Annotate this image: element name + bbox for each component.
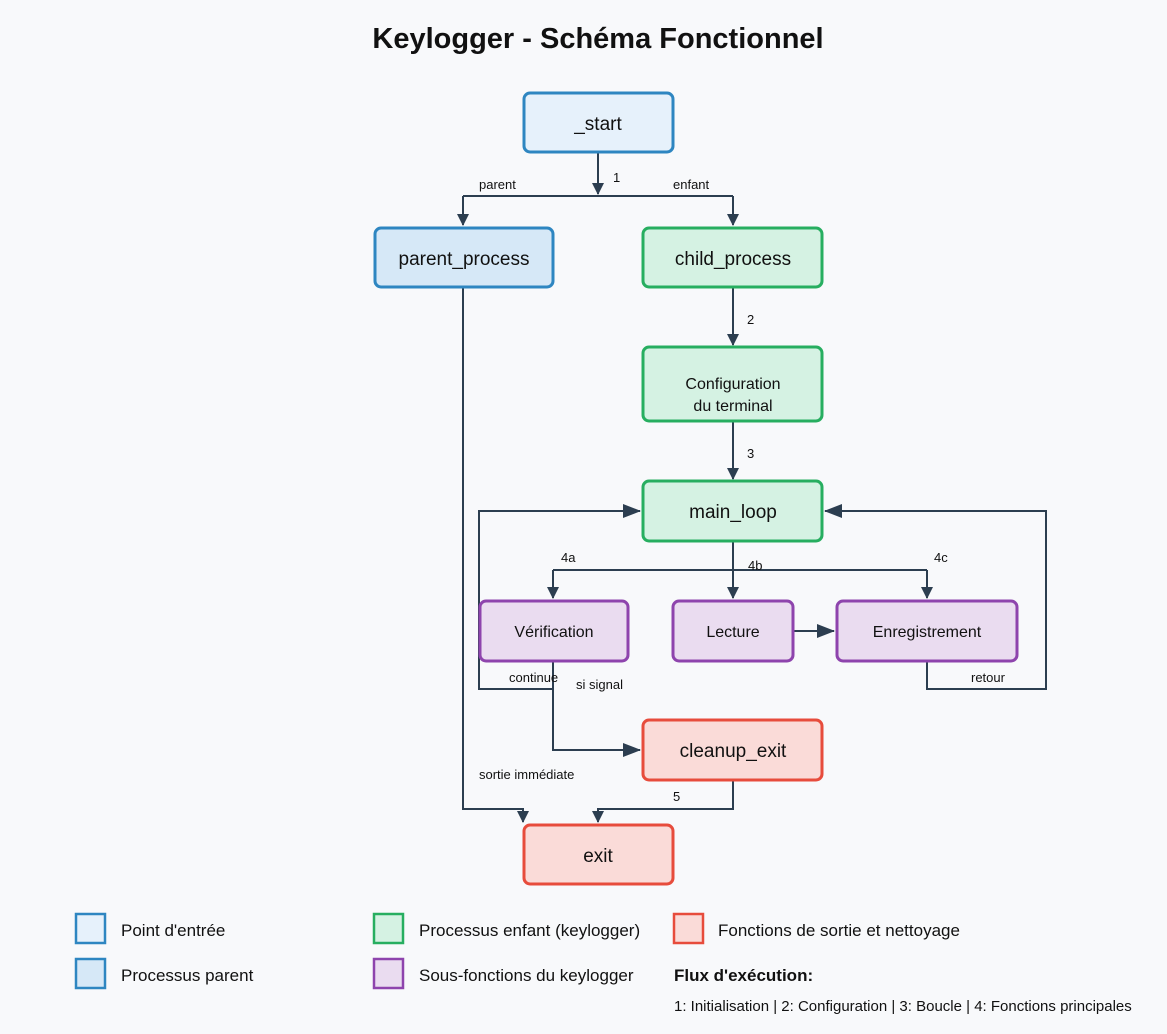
node-main-loop[interactable]: main_loop <box>641 479 824 543</box>
node-parent-process-label: parent_process <box>399 249 530 270</box>
edge-label-5: 5 <box>673 789 680 804</box>
edge-label-sortie-immediate: sortie immédiate <box>479 767 574 782</box>
page-title: Keylogger - Schéma Fonctionnel <box>372 23 823 55</box>
legend-label-parent: Processus parent <box>121 966 254 985</box>
edge-label-4c: 4c <box>934 550 948 565</box>
node-start[interactable]: _start <box>522 91 675 154</box>
node-lecture[interactable]: Lecture <box>671 599 795 663</box>
node-exit[interactable]: exit <box>522 823 675 886</box>
legend-label-exit: Fonctions de sortie et nettoyage <box>718 921 960 940</box>
edge-label-2: 2 <box>747 312 754 327</box>
edge-label-retour: retour <box>971 670 1006 685</box>
legend-label-sub: Sous-fonctions du keylogger <box>419 966 634 985</box>
legend-swatch-entry <box>74 912 107 945</box>
node-configuration-label-2: du terminal <box>693 398 772 415</box>
legend-swatch-sub <box>372 957 405 990</box>
node-cleanup-exit-label: cleanup_exit <box>680 741 787 762</box>
node-enregistrement[interactable]: Enregistrement <box>835 599 1019 663</box>
edge-label-1: 1 <box>613 170 620 185</box>
node-start-label: _start <box>573 114 622 135</box>
edge-verification-cleanup <box>552 661 641 757</box>
edge-cleanup-exit <box>592 780 734 823</box>
legend-swatch-exit <box>672 912 705 945</box>
edge-label-continue: continue <box>509 670 558 685</box>
node-enregistrement-label: Enregistrement <box>873 624 982 641</box>
node-lecture-label: Lecture <box>706 624 759 641</box>
edge-label-4a: 4a <box>561 550 576 565</box>
edge-label-parent: parent <box>479 177 516 192</box>
legend-label-entry: Point d'entrée <box>121 921 225 940</box>
legend-flow-text: 1: Initialisation | 2: Configuration | 3… <box>674 998 1132 1015</box>
node-exit-label: exit <box>583 846 613 867</box>
legend-label-child: Processus enfant (keylogger) <box>419 921 640 940</box>
node-verification-label: Vérification <box>514 624 593 641</box>
node-child-process[interactable]: child_process <box>641 226 824 289</box>
legend: Point d'entrée Processus parent Processu… <box>74 912 1132 1015</box>
node-configuration[interactable]: Configuration du terminal <box>641 345 824 423</box>
edge-label-si-signal: si signal <box>576 677 623 692</box>
node-cleanup-exit[interactable]: cleanup_exit <box>641 718 824 782</box>
node-configuration-label-1: Configuration <box>685 376 780 393</box>
edge-retour-loop <box>824 504 1047 690</box>
edge-label-4b: 4b <box>748 558 762 573</box>
edge-label-enfant: enfant <box>673 177 710 192</box>
legend-swatch-child <box>372 912 405 945</box>
edge-parent-exit <box>462 287 529 823</box>
edge-label-3: 3 <box>747 446 754 461</box>
node-child-process-label: child_process <box>675 249 791 270</box>
legend-flow-title: Flux d'exécution: <box>674 966 813 985</box>
node-verification[interactable]: Vérification <box>478 599 630 663</box>
node-main-loop-label: main_loop <box>689 502 777 523</box>
node-parent-process[interactable]: parent_process <box>373 226 555 289</box>
legend-swatch-parent <box>74 957 107 990</box>
